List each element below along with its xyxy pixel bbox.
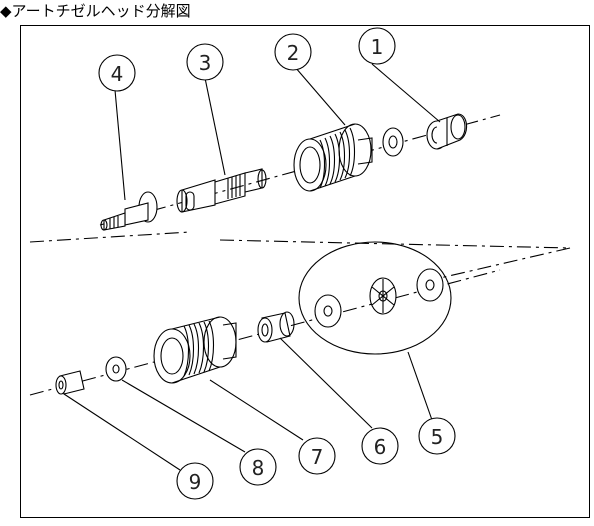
callout-circles	[98, 27, 456, 500]
callout-7: 7	[311, 445, 324, 469]
callout-5: 5	[431, 425, 444, 449]
callout-1: 1	[371, 35, 384, 59]
part-1-cap	[426, 113, 468, 150]
callout-6: 6	[374, 435, 387, 459]
diagram-frame	[20, 25, 590, 518]
part-7-nut	[153, 316, 237, 384]
callout-4: 4	[111, 62, 124, 86]
part-4-pin	[100, 191, 158, 231]
part-2-body	[293, 123, 404, 192]
callout-2: 2	[287, 41, 300, 65]
separator-line-diag	[439, 247, 571, 279]
part-8-washer	[105, 356, 127, 382]
part-6-bushing	[257, 311, 295, 343]
callout-3: 3	[199, 51, 212, 75]
part-9-tip	[55, 370, 85, 395]
separator-line-left	[29, 231, 191, 243]
part-5-group	[298, 241, 452, 355]
diagram-title: ◆アートチゼルヘッド分解図	[0, 2, 191, 20]
leader-lines	[63, 63, 441, 471]
callout-9: 9	[189, 470, 202, 494]
part-3-shaft	[176, 168, 267, 213]
callout-8: 8	[252, 456, 265, 480]
